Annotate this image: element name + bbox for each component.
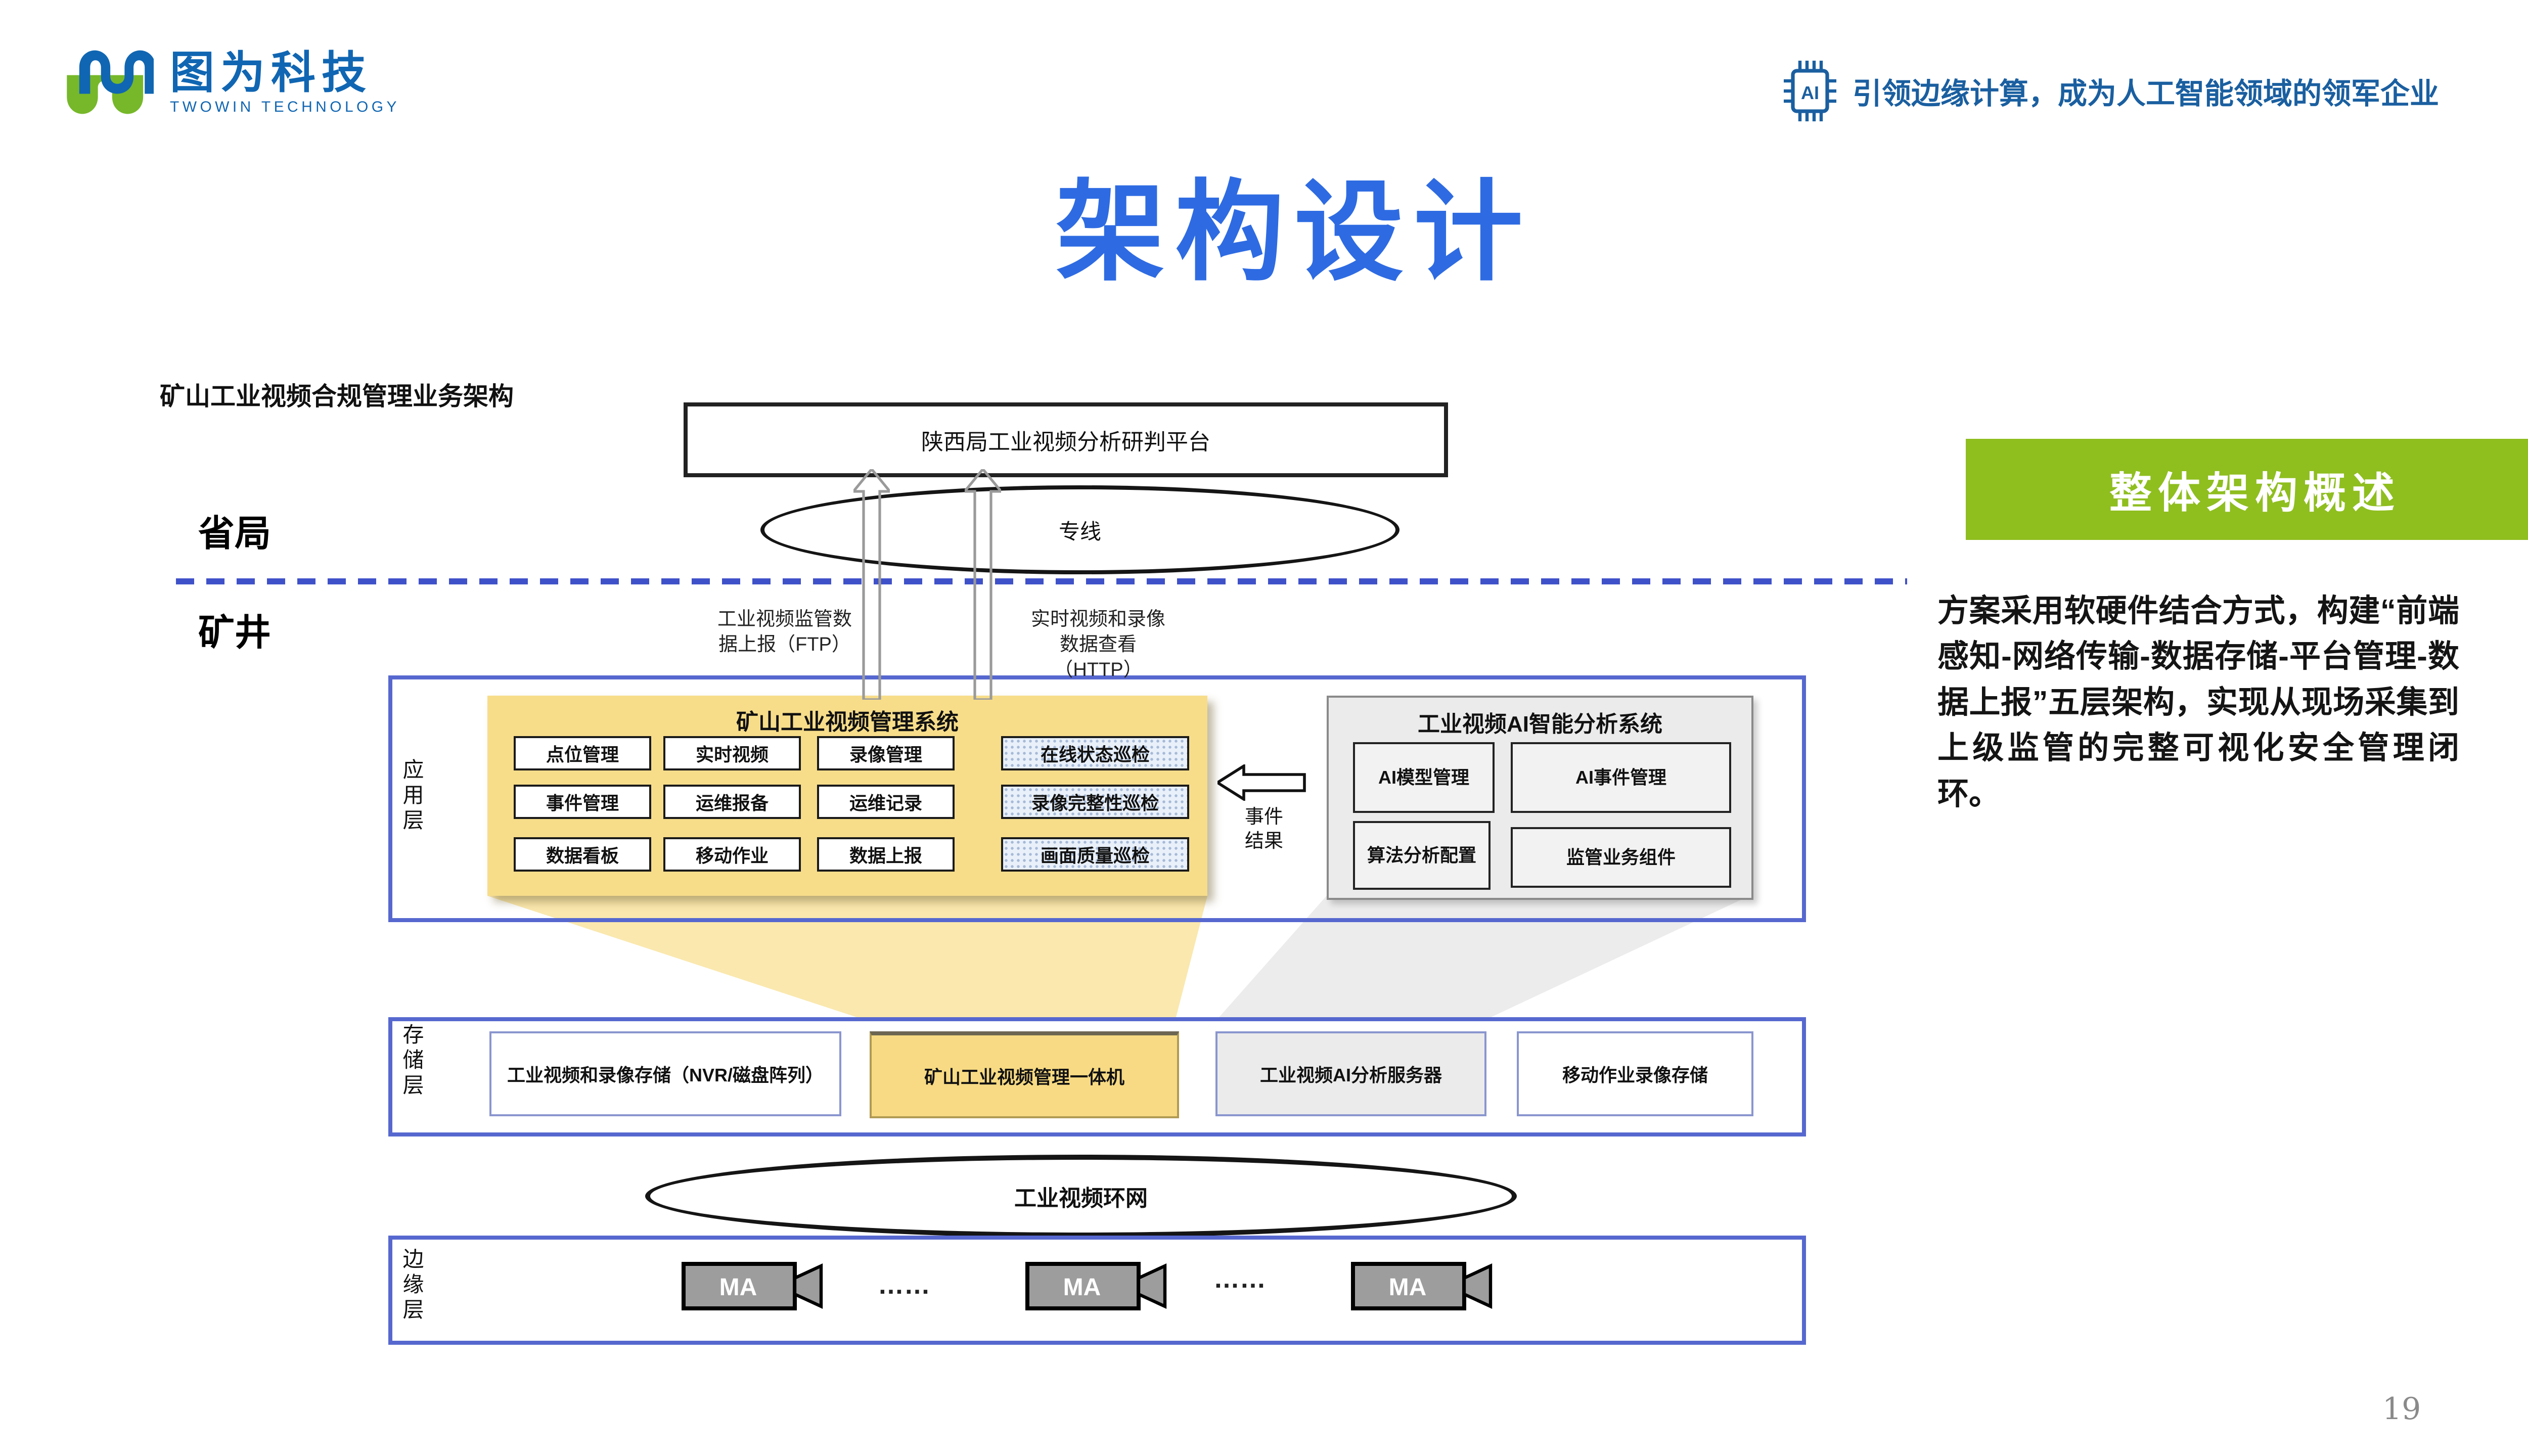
- event-result-label: 事件结果: [1244, 806, 1283, 852]
- video-management-system-box: 矿山工业视频管理系统 点位管理 实时视频 录像管理 在线状态巡检 事件管理 运维…: [487, 696, 1207, 896]
- header-slogan-text: 引领边缘计算，成为人工智能领域的领军企业: [1853, 77, 2440, 110]
- module-ops-report: 运维报备: [663, 785, 801, 819]
- storage-layer-label: 存储层: [400, 1023, 424, 1099]
- logo-mark-icon: [67, 50, 154, 114]
- module-event-management: 事件管理: [514, 785, 651, 819]
- application-layer-box: [388, 675, 1806, 922]
- module-recording-integrity-patrol: 录像完整性巡检: [1001, 785, 1189, 819]
- camera-label: MA: [1063, 1274, 1101, 1301]
- side-panel-heading: 整体架构概述: [1966, 439, 2528, 540]
- module-ai-model-management: AI模型管理: [1353, 742, 1495, 813]
- header-slogan: AI 引领边缘计算，成为人工智能领域的领军企业: [1784, 61, 2439, 121]
- logo-text: 图为科技 TWOWIN TECHNOLOGY: [170, 49, 400, 117]
- camera-label: MA: [719, 1274, 757, 1301]
- module-recording-management: 录像管理: [817, 736, 955, 770]
- ai-chip-icon: AI: [1784, 61, 1836, 121]
- module-live-video: 实时视频: [663, 736, 801, 770]
- logo-blue-shape: [79, 50, 154, 94]
- application-layer-label: 应用层: [400, 758, 424, 834]
- storage-video-appliance: 矿山工业视频管理一体机: [870, 1031, 1179, 1118]
- uplink-label-ftp: 工业视频监管数据上报（FTP）: [717, 609, 852, 655]
- ellipsis-dots: ……: [878, 1270, 930, 1300]
- module-data-dashboard: 数据看板: [514, 837, 651, 872]
- ai-system-title: 工业视频AI智能分析系统: [1418, 712, 1662, 737]
- storage-layer-box: [388, 1017, 1806, 1136]
- module-ai-event-management: AI事件管理: [1511, 742, 1731, 813]
- camera-icon: MA: [1025, 1262, 1167, 1310]
- province-mine-divider: [176, 578, 1907, 584]
- uplink-arrow-http-icon: [965, 469, 1001, 700]
- side-panel-paragraph: 方案采用软硬件结合方式，构建“前端感知-网络传输-数据存储-平台管理-数据上报”…: [1937, 594, 2459, 811]
- industrial-video-ring-ellipse: 工业视频环网: [645, 1155, 1517, 1238]
- storage-ai-analysis-server: 工业视频AI分析服务器: [1215, 1031, 1486, 1116]
- camera-icon: MA: [682, 1262, 823, 1310]
- ai-analysis-system-box: 工业视频AI智能分析系统 AI模型管理 AI事件管理 算法分析配置 监管业务组件: [1327, 696, 1753, 900]
- page-number: 19: [2382, 1391, 2421, 1427]
- module-online-status-patrol: 在线状态巡检: [1001, 736, 1189, 770]
- camera-icon: MA: [1351, 1262, 1493, 1310]
- module-ops-record: 运维记录: [817, 785, 955, 819]
- logo-company-subtitle: TWOWIN TECHNOLOGY: [170, 99, 400, 115]
- zone-label-mine: 矿井: [198, 613, 272, 653]
- edge-layer-label: 边缘层: [400, 1248, 424, 1324]
- module-image-quality-patrol: 画面质量巡检: [1001, 837, 1189, 872]
- uplink-arrow-ftp-icon: [853, 469, 890, 700]
- video-system-title: 矿山工业视频管理系统: [736, 710, 959, 735]
- page-title: 架构设计: [1055, 171, 1533, 293]
- edge-layer-box: [388, 1236, 1806, 1345]
- module-data-upload: 数据上报: [817, 837, 955, 872]
- module-mobile-work: 移动作业: [663, 837, 801, 872]
- logo-company-name: 图为科技: [170, 48, 373, 98]
- ellipsis-dots: ……: [1213, 1264, 1266, 1294]
- module-supervision-business-component: 监管业务组件: [1511, 827, 1731, 888]
- module-point-management: 点位管理: [514, 736, 651, 770]
- camera-label: MA: [1389, 1274, 1427, 1301]
- storage-nvr-array: 工业视频和录像存储（NVR/磁盘阵列）: [489, 1031, 841, 1116]
- company-logo: 图为科技 TWOWIN TECHNOLOGY: [61, 40, 400, 125]
- storage-mobile-work-recording: 移动作业录像存储: [1517, 1031, 1753, 1116]
- ai-chip-label: AI: [1801, 82, 1819, 103]
- diagram-caption: 矿山工业视频合规管理业务架构: [160, 382, 514, 411]
- module-algorithm-analysis-config: 算法分析配置: [1353, 821, 1491, 890]
- dedicated-line-ellipse: 专线: [760, 485, 1400, 574]
- zone-label-province: 省局: [198, 514, 272, 554]
- event-result-arrow-icon: [1217, 764, 1306, 801]
- uplink-label-http: 实时视频和录像数据查看（HTTP）: [1030, 609, 1165, 680]
- platform-box: 陕西局工业视频分析研判平台: [684, 402, 1448, 477]
